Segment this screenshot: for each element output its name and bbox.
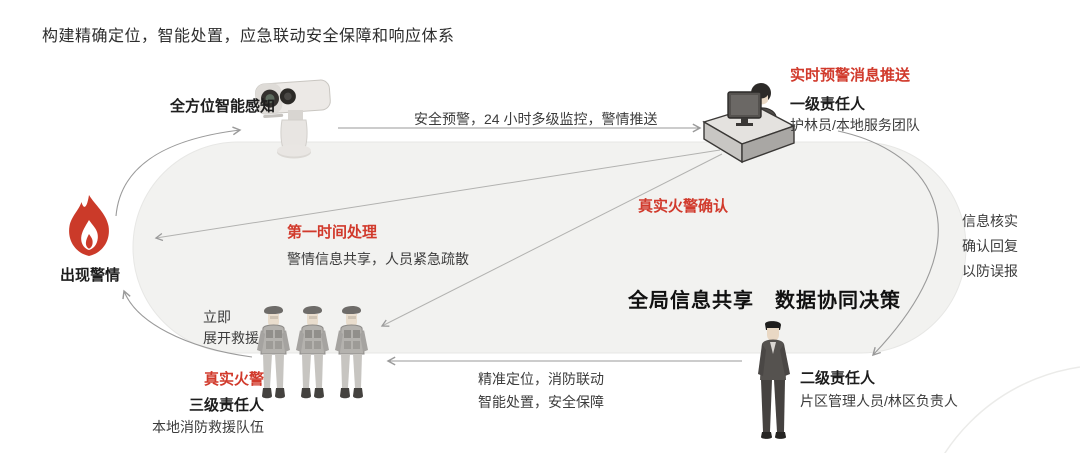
manager-person-icon [758,321,790,439]
verify-line3: 以防误报 [962,263,1018,279]
manager-desc: 片区管理人员/林区负责人 [800,393,958,409]
first-response-title: 第一时间处理 [287,224,378,241]
first-response-desc: 警情信息共享，人员紧急疏散 [287,251,469,267]
rescue-action-note: 立即 展开救援 [203,307,259,349]
arrow-rescue-to-fire [122,289,253,358]
edge-monitor-label: 安全预警，24 小时多级监控，警情推送 [414,111,658,127]
arrow-operator-to-rescue [380,153,723,327]
edge-dispatch-line2: 智能处置，安全保障 [478,394,604,410]
operator-desk-icon [702,83,796,164]
center-slogan: 全局信息共享 数据协同决策 [628,290,901,312]
arrow-operator-to-fire [154,149,721,242]
rescue-status: 真实火警 [203,371,264,388]
manager-role: 二级责任人 [800,370,876,387]
fire-alarm-icon [69,195,109,256]
fire-confirm-label: 真实火警确认 [638,198,729,215]
page-title: 构建精确定位，智能处置，应急联动安全保障和响应体系 [42,28,455,45]
operator-desc: 护林员/本地服务团队 [790,117,920,133]
verify-line1: 信息核实 [962,213,1018,229]
rescue-action-line1: 立即 [203,309,231,325]
rescue-desc: 本地消防救援队伍 [152,419,264,435]
arrow-operator-to-manager [837,130,939,357]
operator-role: 一级责任人 [790,96,866,113]
operator-push-title: 实时预警消息推送 [790,67,911,84]
edge-dispatch-line1: 精准定位，消防联动 [478,371,604,387]
arrow-fire-to-camera [115,126,242,217]
verify-note: 信息核实 确认回复 以防误报 [962,209,1018,284]
sensing-label: 全方位智能感知 [170,98,276,115]
verify-line2: 确认回复 [962,238,1018,254]
alarm-label: 出现警情 [60,267,121,284]
edge-dispatch-label: 精准定位，消防联动 智能处置，安全保障 [478,368,604,414]
rescue-team-icon [257,305,369,399]
stadium-background [132,141,967,354]
rescue-action-line2: 展开救援 [203,330,259,346]
rescue-role: 三级责任人 [188,397,264,414]
ptz-camera-icon [255,79,331,159]
